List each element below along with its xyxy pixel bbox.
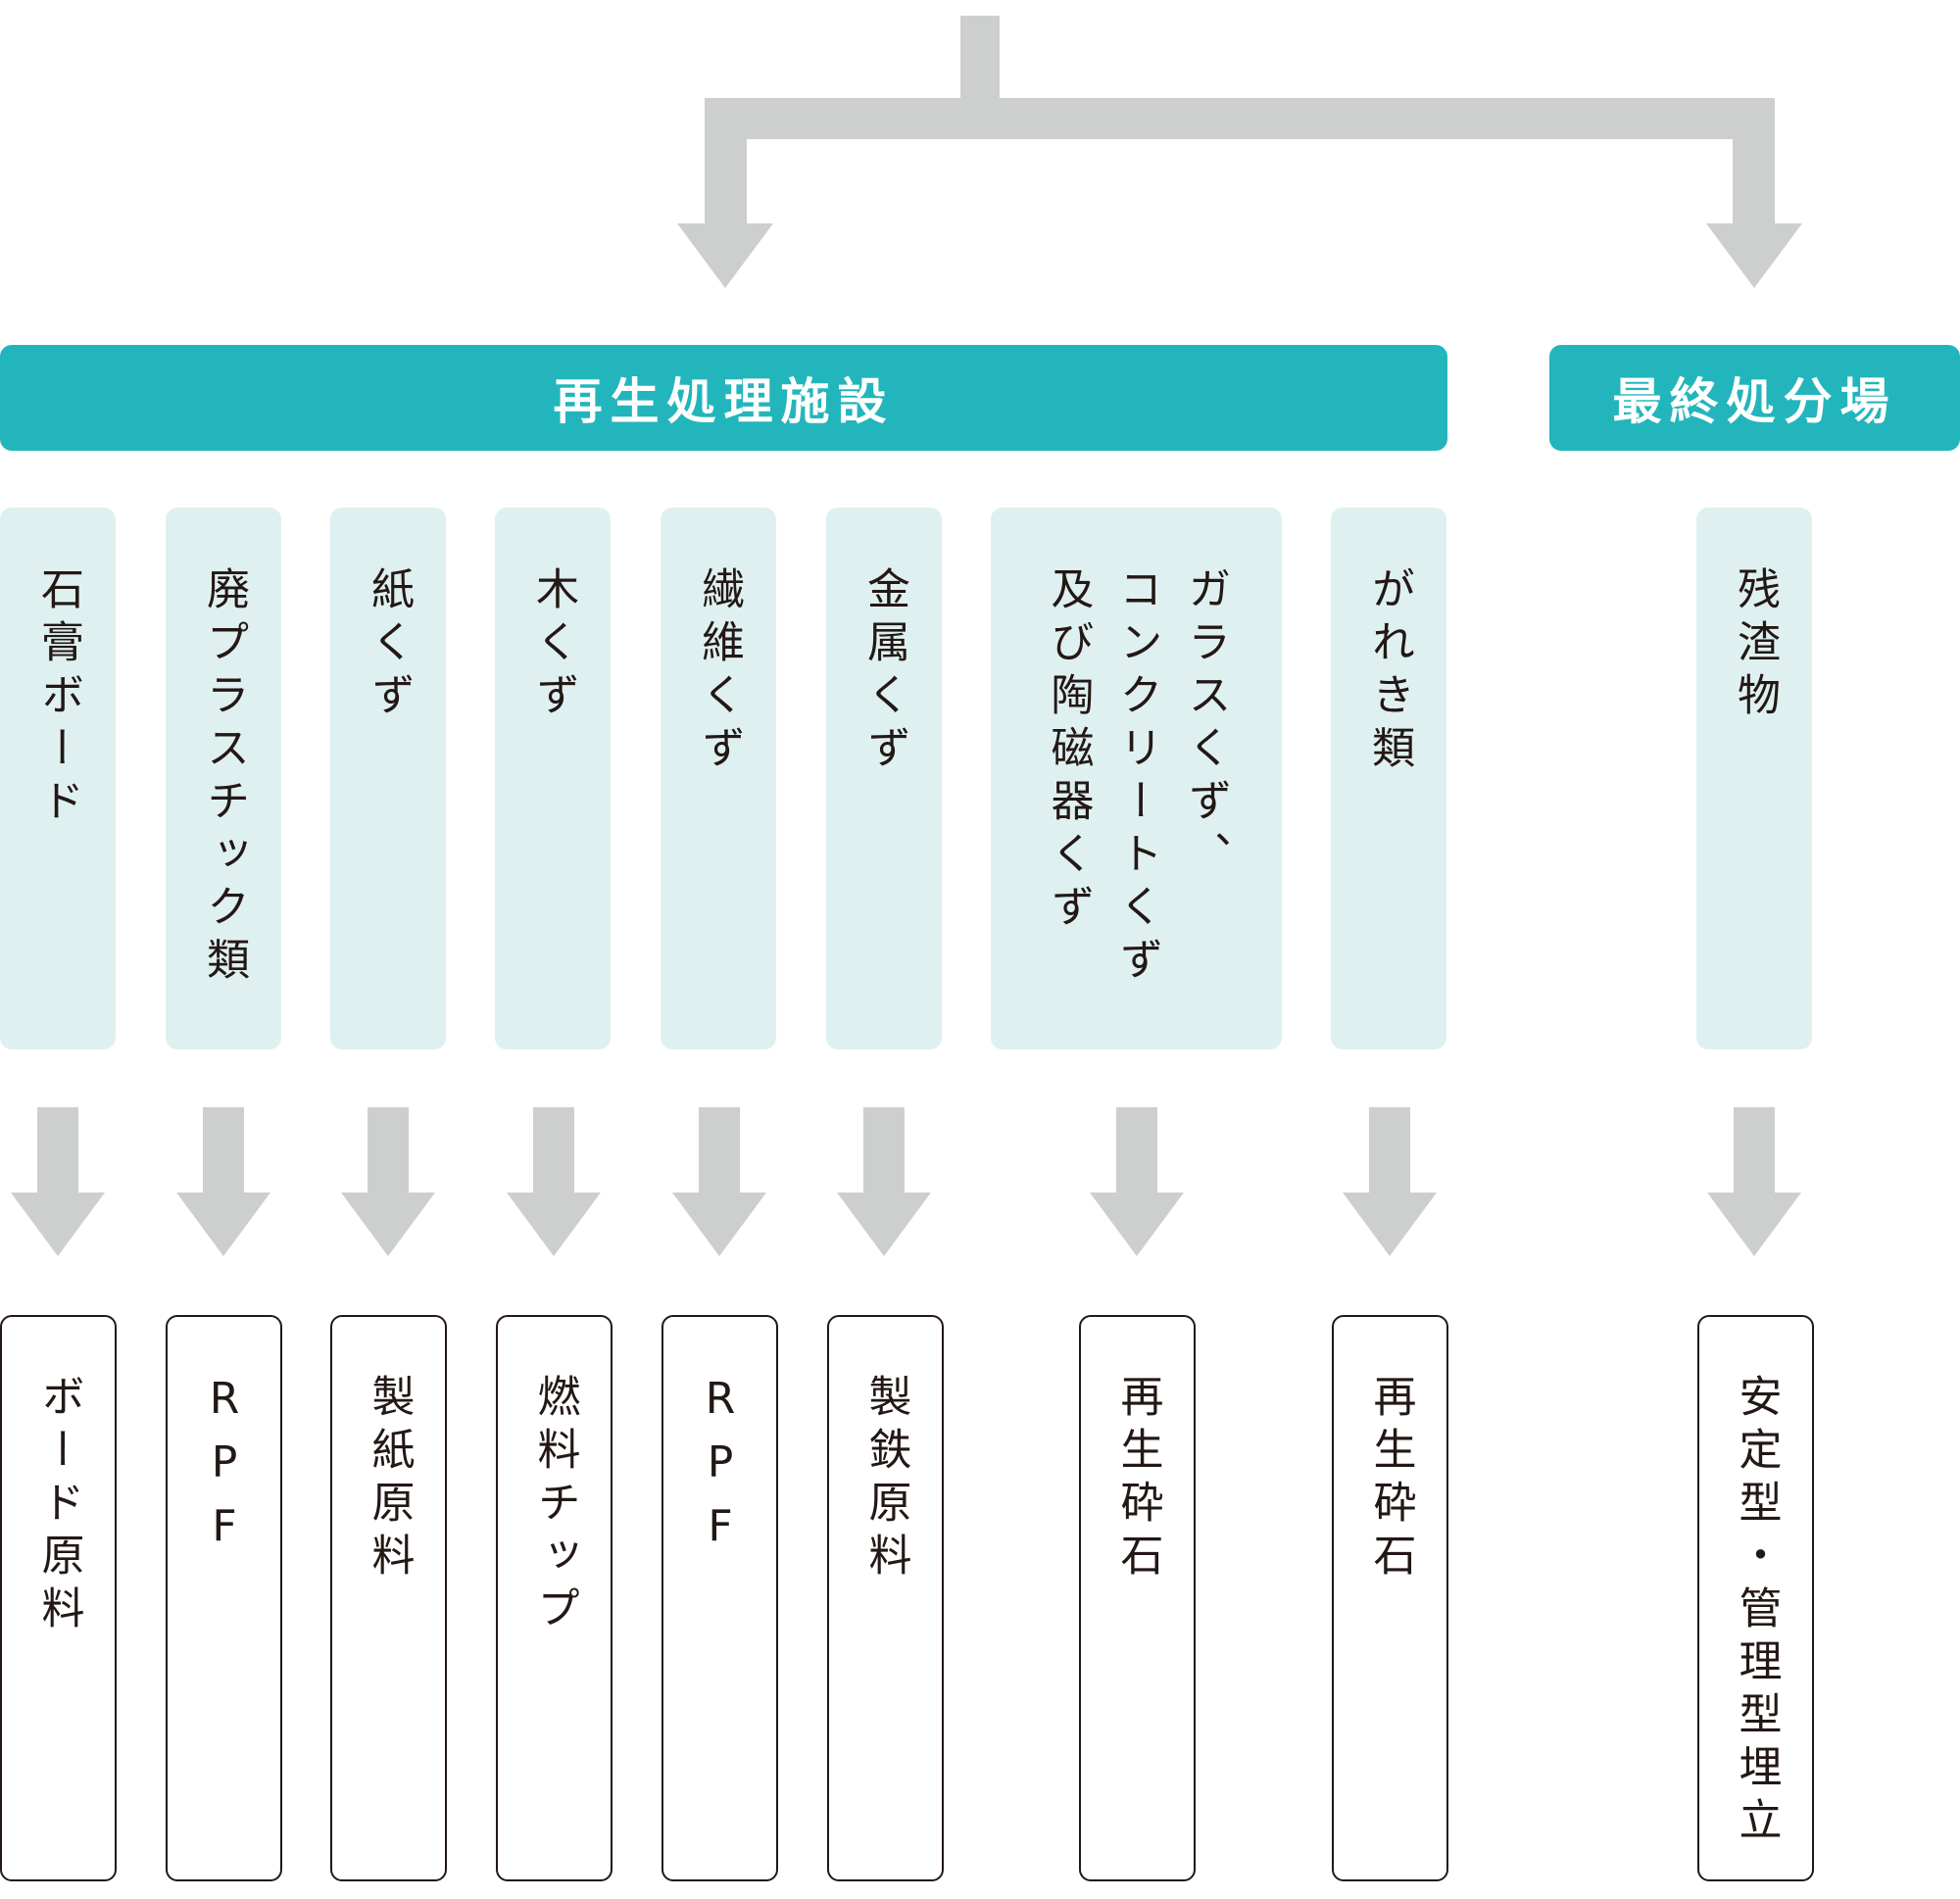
output-rpf: RPF bbox=[166, 1315, 282, 1881]
output-recycled-crushed-stone: 再生砕石 bbox=[1079, 1315, 1196, 1881]
output-label: 再生砕石 bbox=[1112, 1374, 1163, 1585]
header-label: 最終処分場 bbox=[1612, 373, 1897, 430]
connector-horizontal bbox=[705, 98, 1775, 139]
output-label: 燃料チップ bbox=[529, 1374, 580, 1638]
arrow-down-icon bbox=[677, 223, 773, 288]
output-board-material: ボード原料 bbox=[0, 1315, 117, 1881]
output-label: RPF bbox=[695, 1374, 746, 1565]
category-glass-concrete-ceramics: ガラスくず、 コンクリートくず 及び陶磁器くず bbox=[991, 508, 1282, 1049]
connector-left-stem bbox=[705, 98, 747, 225]
arrow-down-icon bbox=[507, 1193, 601, 1256]
arrow-stem bbox=[1734, 1107, 1775, 1195]
arrow-down-icon bbox=[11, 1193, 105, 1256]
header-recycling-facility: 再生処理施設 bbox=[0, 345, 1447, 451]
arrow-stem bbox=[368, 1107, 409, 1195]
arrow-down-icon bbox=[341, 1193, 435, 1256]
category-gypsum-board: 石膏ボード bbox=[0, 508, 116, 1049]
category-label: 紙くず bbox=[364, 566, 414, 725]
arrow-stem bbox=[1116, 1107, 1157, 1195]
category-label-line: ガラスくず、 bbox=[1180, 566, 1231, 884]
category-label: 残渣物 bbox=[1730, 566, 1780, 725]
arrow-down-icon bbox=[1090, 1193, 1184, 1256]
output-label: 安定型・管理型埋立 bbox=[1731, 1374, 1782, 1850]
output-steelmaking-material: 製鉄原料 bbox=[827, 1315, 944, 1881]
arrow-stem bbox=[37, 1107, 78, 1195]
arrow-down-icon bbox=[1706, 223, 1802, 288]
category-paper: 紙くず bbox=[330, 508, 446, 1049]
category-label: 廃プラスチック類 bbox=[199, 566, 249, 990]
category-metal: 金属くず bbox=[826, 508, 942, 1049]
arrow-down-icon bbox=[1707, 1193, 1801, 1256]
output-rpf: RPF bbox=[662, 1315, 778, 1881]
category-wood: 木くず bbox=[495, 508, 611, 1049]
category-label: がれき類 bbox=[1364, 566, 1414, 778]
category-residue: 残渣物 bbox=[1696, 508, 1812, 1049]
output-label: RPF bbox=[199, 1374, 250, 1565]
header-final-disposal: 最終処分場 bbox=[1549, 345, 1960, 451]
category-label-line: 及び陶磁器くず bbox=[1043, 566, 1094, 937]
connector-right-stem bbox=[1733, 98, 1775, 225]
category-fiber: 繊維くず bbox=[661, 508, 776, 1049]
arrow-stem bbox=[699, 1107, 740, 1195]
output-label: 製紙原料 bbox=[364, 1374, 415, 1585]
output-recycled-crushed-stone: 再生砕石 bbox=[1332, 1315, 1448, 1881]
output-label: 製鉄原料 bbox=[860, 1374, 911, 1585]
category-label: 金属くず bbox=[859, 566, 909, 778]
category-waste-plastic: 廃プラスチック類 bbox=[166, 508, 281, 1049]
header-label: 再生処理施設 bbox=[553, 373, 895, 430]
category-label-line: コンクリートくず bbox=[1111, 566, 1162, 990]
output-landfill: 安定型・管理型埋立 bbox=[1697, 1315, 1814, 1881]
arrow-stem bbox=[863, 1107, 905, 1195]
arrow-down-icon bbox=[837, 1193, 931, 1256]
arrow-stem bbox=[1369, 1107, 1410, 1195]
arrow-down-icon bbox=[1343, 1193, 1437, 1256]
output-label: ボード原料 bbox=[33, 1374, 84, 1638]
output-label: 再生砕石 bbox=[1365, 1374, 1416, 1585]
category-label: 石膏ボード bbox=[33, 566, 83, 831]
category-label: 繊維くず bbox=[694, 566, 744, 778]
arrow-down-icon bbox=[176, 1193, 270, 1256]
arrow-stem bbox=[533, 1107, 574, 1195]
output-papermaking-material: 製紙原料 bbox=[330, 1315, 447, 1881]
category-rubble: がれき類 bbox=[1331, 508, 1446, 1049]
output-fuel-chips: 燃料チップ bbox=[496, 1315, 612, 1881]
arrow-stem bbox=[203, 1107, 244, 1195]
category-label: 木くず bbox=[528, 566, 578, 725]
arrow-down-icon bbox=[672, 1193, 766, 1256]
